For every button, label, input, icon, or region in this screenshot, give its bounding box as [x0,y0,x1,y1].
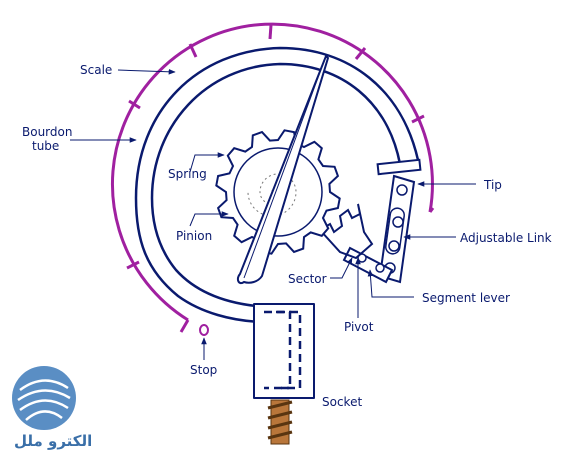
label-pivot: Pivot [344,320,374,334]
scale-arc [111,22,435,333]
bourdon-tube [134,46,420,324]
sector [318,203,374,260]
label-bourdon-1: Bourdon [22,125,72,139]
socket-thread [267,399,293,445]
label-sector: Sector [288,272,327,286]
stop-pin [199,324,209,336]
label-bourdon-2: tube [32,139,59,153]
socket [253,303,315,399]
leader-lines [70,68,476,360]
label-socket: Socket [322,395,362,409]
pointer-needle [236,54,330,284]
logo-text: الكترو ملل [14,432,92,450]
label-pinion: Pinion [176,229,212,243]
label-tip: Tip [483,178,502,192]
label-adjustable-link: Adjustable Link [460,231,552,245]
label-scale: Scale [80,63,112,77]
tip-bar [376,158,422,176]
label-segment-lever: Segment lever [422,291,510,305]
logo: الكترو ملل [12,366,92,450]
label-stop: Stop [190,363,217,377]
label-spring: Spring [168,167,207,181]
